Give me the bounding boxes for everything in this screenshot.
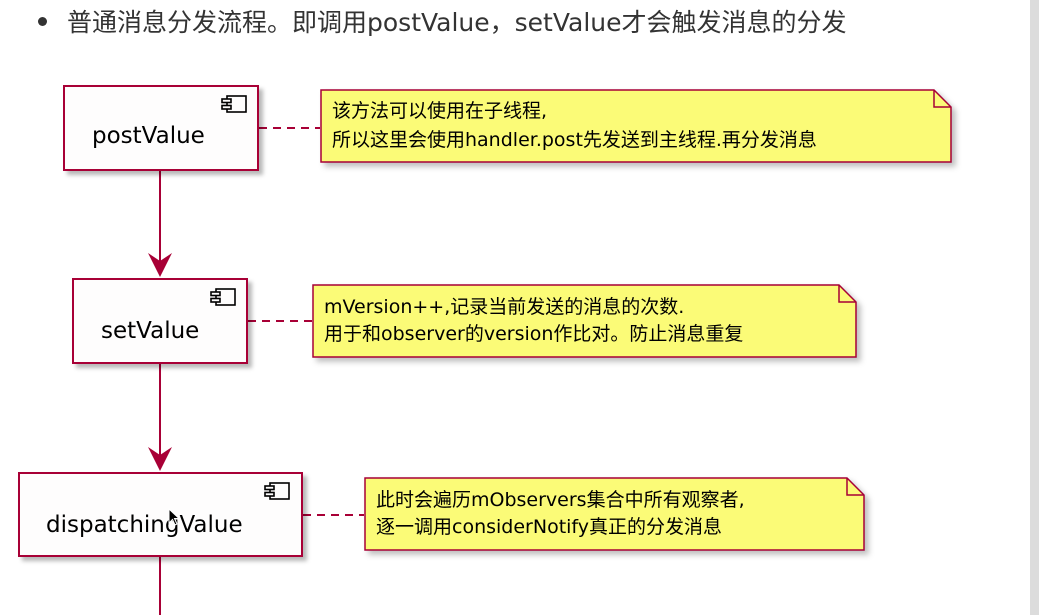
component-label: postValue <box>92 123 205 149</box>
note-post-value: 该方法可以使用在子线程, 所以这里会使用handler.post先发送到主线程.… <box>320 89 952 163</box>
note-line-1: mVersion++,记录当前发送的消息的次数. <box>324 296 685 318</box>
note-dispatching-value: 此时会遍历mObservers集合中所有观察者, 逐一调用considerNot… <box>364 477 865 551</box>
component-label: setValue <box>101 318 200 344</box>
note-line-2: 逐一调用considerNotify真正的分发消息 <box>376 516 723 538</box>
window-edge <box>1030 0 1039 615</box>
note-line-1: 此时会遍历mObservers集合中所有观察者, <box>376 489 745 511</box>
component-icon <box>221 95 247 113</box>
component-icon <box>210 288 236 306</box>
section-heading: 普通消息分发流程。即调用postValue，setValue才会触发消息的分发 <box>38 3 847 39</box>
component-post-value: postValue <box>63 85 259 171</box>
mouse-cursor-icon <box>168 508 180 526</box>
note-line-2: 用于和observer的version作比对。防止消息重复 <box>324 323 744 345</box>
heading-text: 普通消息分发流程。即调用postValue，setValue才会触发消息的分发 <box>67 8 847 37</box>
component-dispatching-value: dispatchingValue <box>18 472 303 557</box>
component-icon <box>264 482 290 500</box>
note-line-1: 该方法可以使用在子线程, <box>332 100 548 122</box>
note-line-2: 所以这里会使用handler.post先发送到主线程.再分发消息 <box>332 129 817 151</box>
component-set-value: setValue <box>72 278 248 364</box>
note-shape <box>364 477 865 551</box>
note-set-value: mVersion++,记录当前发送的消息的次数. 用于和observer的ver… <box>312 284 857 358</box>
component-label: dispatchingValue <box>46 512 243 538</box>
bullet-icon <box>38 16 47 26</box>
note-shape <box>320 89 952 163</box>
note-shape <box>312 284 857 358</box>
